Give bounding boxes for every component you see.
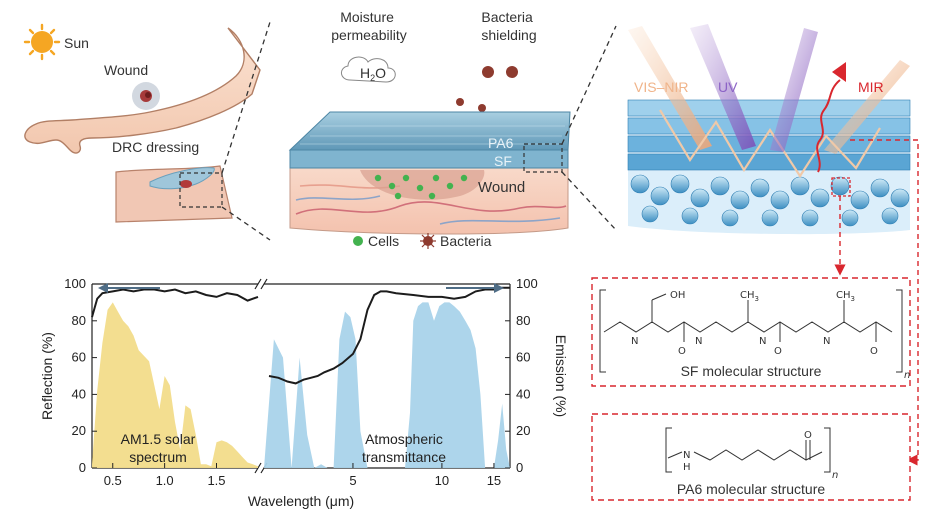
pa6-o-label: O [804, 430, 812, 441]
y-tick-label-left-40: 40 [72, 386, 86, 401]
bacteria-legend-icon [420, 233, 436, 249]
panel-fibers: VIS–NIR UV MIR [627, 24, 919, 466]
pa6-layer [288, 111, 571, 151]
sf-n3-label: N [759, 336, 766, 347]
mir-label: MIR [858, 79, 884, 95]
sf-oh-label: OH [670, 290, 685, 301]
area-series-0 [92, 302, 258, 468]
solar-annotation-line2: spectrum [129, 449, 187, 465]
panel-arm: Sun Wound DRC dressing [23, 21, 271, 241]
sf-caption: SF molecular structure [681, 363, 822, 379]
skin-closeup [115, 21, 271, 241]
wound-mark [132, 82, 160, 110]
y-tick-label-left-20: 20 [72, 423, 86, 438]
wound-tissue-label: Wound [478, 179, 525, 196]
atmos-annotation-line2: transmittance [362, 449, 446, 465]
sf-label: SF [494, 153, 512, 169]
y-tick-label-right-100: 100 [516, 276, 538, 291]
arm-illustration [24, 27, 261, 154]
pa6-caption: PA6 molecular structure [677, 481, 826, 497]
sf-n1-label: N [631, 336, 638, 347]
y-axis-label-right: Emission (%) [553, 335, 569, 417]
scatter-path [659, 109, 881, 179]
uv-ray-in [690, 24, 756, 150]
sf-n-subscript: n [904, 370, 910, 381]
y-tick-label-right-60: 60 [516, 350, 530, 365]
y-axis-label-left: Reflection (%) [39, 332, 55, 420]
uv-ray-out [770, 28, 818, 152]
zoom-box [179, 172, 223, 208]
sf-o3-label: O [870, 346, 878, 357]
fiber-ends [630, 174, 910, 227]
y-tick-label-left-100: 100 [64, 276, 86, 291]
panel-dressing: Moisture permeability H2O Bacteria shiel… [288, 9, 617, 249]
pa6-n-label: N [683, 450, 690, 461]
axis-break-a-0 [254, 278, 262, 290]
sun-icon [23, 23, 61, 61]
tissue-block [289, 167, 569, 235]
zoom-box-molecule [831, 177, 851, 197]
sun-label: Sun [64, 35, 89, 51]
wound-cells [360, 170, 485, 200]
y-tick-label-left-60: 60 [72, 350, 86, 365]
bacteria-shielding-label: Bacteria shielding [481, 9, 536, 43]
zoom-box-layer [523, 143, 563, 173]
sf-ch3b-label: CH3 [836, 290, 855, 303]
right-axis-arrow-icon [494, 283, 504, 293]
sf-n4-label: N [823, 336, 830, 347]
pa6-h-label: H [683, 462, 691, 473]
left-axis-arrow-icon [98, 283, 108, 293]
sf-layer [289, 149, 569, 169]
line-series-emission [268, 286, 510, 385]
h2o-label: H2O [360, 65, 386, 83]
wound-label: Wound [104, 62, 148, 78]
uv-label: UV [718, 79, 738, 95]
area-series-1 [264, 302, 510, 468]
sf-o2-label: O [774, 346, 782, 357]
x-tick-label-1-2: 15 [487, 473, 501, 488]
y-tick-label-left-0: 0 [79, 460, 86, 475]
y-tick-label-right-80: 80 [516, 313, 530, 328]
spectrum-chart: 0 20 40 60 80 100 0 20 40 60 80 100 0.5 1.0 1.5 5 10 15Wa… [39, 276, 569, 509]
sf-n2-label: N [695, 336, 702, 347]
pa6-molecule-box: N H O n PA6 molecular structure [591, 413, 911, 501]
x-tick-label-0-0: 0.5 [104, 473, 122, 488]
pa6-n-subscript: n [832, 470, 838, 481]
solar-annotation-line1: AM1.5 solar [121, 431, 196, 447]
x-tick-label-1-1: 10 [435, 473, 449, 488]
cells-legend-label: Cells [368, 233, 399, 249]
y-tick-label-right-20: 20 [516, 423, 530, 438]
dressing-label: DRC dressing [112, 139, 199, 155]
cells-legend-icon [353, 236, 363, 246]
bacteria-cluster-icon [456, 66, 518, 112]
moisture-label: Moisture permeability [331, 9, 406, 43]
sf-o1-label: O [678, 346, 686, 357]
water-cloud-icon [341, 56, 396, 83]
pa6-label: PA6 [488, 135, 514, 151]
y-tick-label-left-80: 80 [72, 313, 86, 328]
visnir-label: VIS–NIR [634, 79, 688, 95]
axis-break-b-0 [260, 278, 268, 290]
x-tick-label-0-2: 1.5 [207, 473, 225, 488]
bacteria-legend-label: Bacteria [440, 233, 492, 249]
vis-nir-ray-out [824, 60, 910, 154]
x-tick-label-0-1: 1.0 [156, 473, 174, 488]
mir-wave [816, 79, 841, 173]
line-series-reflection [91, 288, 259, 318]
sf-ch3a-label: CH3 [740, 290, 759, 303]
y-tick-label-right-40: 40 [516, 386, 530, 401]
mir-arrow-icon [832, 62, 846, 82]
y-tick-label-right-0: 0 [516, 460, 523, 475]
sf-molecule-box: OH O O O CH3 CH3 N N N N n SF molecular … [591, 277, 911, 387]
x-axis-label: Wavelength (μm) [248, 493, 354, 509]
connector-pa6 [850, 139, 919, 466]
atmos-annotation-line1: Atmospheric [365, 431, 443, 447]
vis-nir-ray-in [628, 26, 712, 150]
x-tick-label-1-0: 5 [349, 473, 356, 488]
